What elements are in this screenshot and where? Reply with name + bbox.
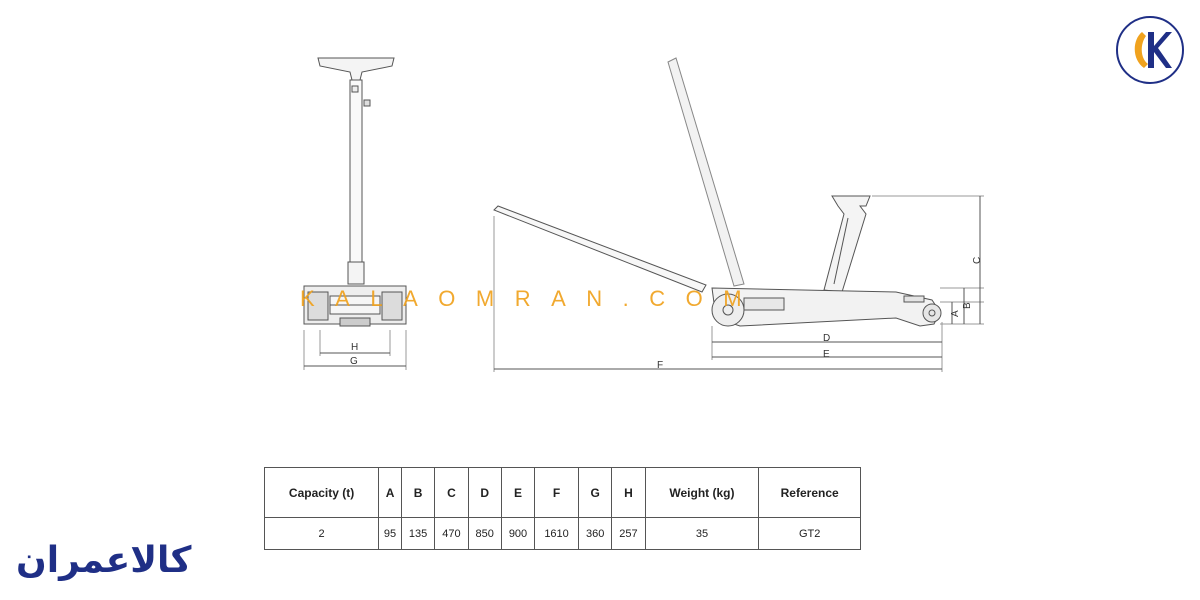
kalaomran-wordmark: کالاعمران [16, 541, 191, 581]
kalaomran-wordmark-text: کالاعمران [16, 540, 192, 581]
header-capacity: Capacity (t) [263, 467, 380, 518]
dim-label-c: C [972, 257, 983, 264]
dim-label-e: E [823, 349, 830, 360]
kalaomran-circle-logo-icon [1116, 16, 1184, 84]
dim-label-a: A [950, 310, 961, 317]
front-view [303, 57, 407, 370]
header-d: D [467, 467, 502, 518]
cell-c: 470 [434, 517, 469, 550]
dim-label-g: G [350, 356, 358, 367]
cell-h: 257 [611, 517, 646, 550]
cell-e: 900 [500, 517, 536, 550]
dim-label-d: D [823, 333, 830, 344]
side-view [493, 57, 984, 372]
dim-label-b: B [962, 302, 973, 309]
cell-f: 1610 [534, 517, 579, 550]
header-a: A [378, 467, 402, 518]
cell-a: 95 [378, 517, 402, 550]
cell-weight: 35 [644, 517, 760, 550]
cell-b: 135 [400, 517, 436, 550]
header-c: C [434, 467, 469, 518]
header-g: G [577, 467, 613, 518]
header-reference: Reference [758, 467, 861, 518]
table-header-row: Capacity (t) A B C D E F G H Weight (kg)… [263, 467, 861, 518]
header-e: E [500, 467, 536, 518]
dim-label-h: H [351, 342, 358, 353]
cell-d: 850 [467, 517, 502, 550]
site-watermark: KALAOMRAN.COM [300, 286, 763, 311]
table-row: 2 95 135 470 850 900 1610 360 257 35 GT2 [263, 517, 861, 550]
dim-label-f: F [657, 360, 663, 371]
cell-g: 360 [577, 517, 613, 550]
header-h: H [611, 467, 646, 518]
header-weight: Weight (kg) [644, 467, 760, 518]
specification-table: Capacity (t) A B C D E F G H Weight (kg)… [263, 467, 861, 550]
header-b: B [400, 467, 436, 518]
cell-reference: GT2 [758, 517, 861, 550]
header-f: F [534, 467, 579, 518]
cell-capacity: 2 [263, 517, 380, 550]
